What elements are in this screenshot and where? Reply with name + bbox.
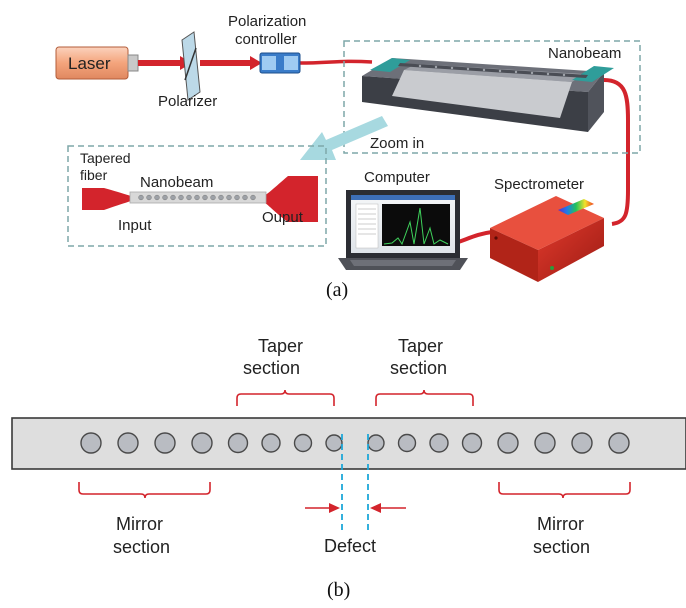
polarizer-label: Polarizer [158, 93, 217, 110]
panel-b: Taper section Taper section [11, 336, 686, 601]
polarization-controller-label-line1: Polarization [228, 13, 306, 30]
hole [191, 432, 213, 454]
chip-dashed-box [343, 40, 641, 154]
hole [154, 432, 176, 454]
mirror-left-label-line2: section [113, 537, 170, 557]
hole [227, 432, 249, 454]
hole [367, 434, 385, 452]
taper-left-label-line2: section [243, 358, 300, 378]
hole [571, 432, 593, 454]
spectrometer: Spectrometer [490, 176, 604, 282]
hole [261, 433, 281, 453]
hole [608, 432, 630, 454]
hole [117, 432, 139, 454]
hole [80, 432, 102, 454]
mirror-right-label-line2: section [533, 537, 590, 557]
defect-arrow-left [305, 503, 340, 513]
laser-label: Laser [68, 54, 111, 73]
hole [325, 434, 343, 452]
panel-a-caption: (a) [326, 279, 348, 301]
laser-source: Laser [55, 46, 139, 80]
zoom-arrow [300, 116, 388, 160]
nanobeam-label: Nanobeam [548, 45, 621, 62]
hole [397, 433, 417, 453]
mirror-left-bracket [78, 482, 211, 499]
inset-tapered-fiber-label-line2: fiber [80, 167, 108, 183]
hole [429, 433, 449, 453]
spectrometer-label: Spectrometer [494, 176, 584, 193]
inset-input-label: Input [118, 217, 152, 234]
mirror-right-label-line1: Mirror [537, 514, 584, 534]
inset-nanobeam: Tapered fiber Nanobeam Input Ouput [80, 150, 318, 234]
polarizer: Polarizer [158, 31, 217, 110]
taper-right-label-line2: section [390, 358, 447, 378]
hole [497, 432, 519, 454]
polarization-controller-label-line2: controller [235, 31, 297, 48]
computer-label: Computer [364, 169, 430, 186]
panel-b-caption: (b) [327, 579, 350, 601]
zoom-in-label: Zoom in [370, 135, 424, 152]
defect-arrow-right [370, 503, 406, 513]
taper-right-bracket [375, 389, 474, 406]
taper-left-label-line1: Taper [258, 336, 303, 356]
inset-dashed-box [67, 145, 327, 247]
taper-right-label-line1: Taper [398, 336, 443, 356]
inset-output-label: Ouput [262, 209, 304, 226]
nanobeam-chip: Nanobeam Zoom in [362, 45, 621, 152]
polarization-controller: Polarization controller [228, 13, 306, 74]
hole [534, 432, 556, 454]
hole [293, 433, 313, 453]
mirror-right-bracket [498, 482, 631, 499]
inset-tapered-fiber-label-line1: Tapered [80, 150, 131, 166]
mirror-left-label-line1: Mirror [116, 514, 163, 534]
hole [461, 432, 483, 454]
computer: Computer [338, 169, 468, 270]
panel-a: Laser Polarizer Polarization control [55, 13, 641, 301]
inset-nanobeam-label: Nanobeam [140, 174, 213, 191]
defect-label: Defect [324, 536, 376, 556]
taper-left-bracket [236, 389, 335, 406]
